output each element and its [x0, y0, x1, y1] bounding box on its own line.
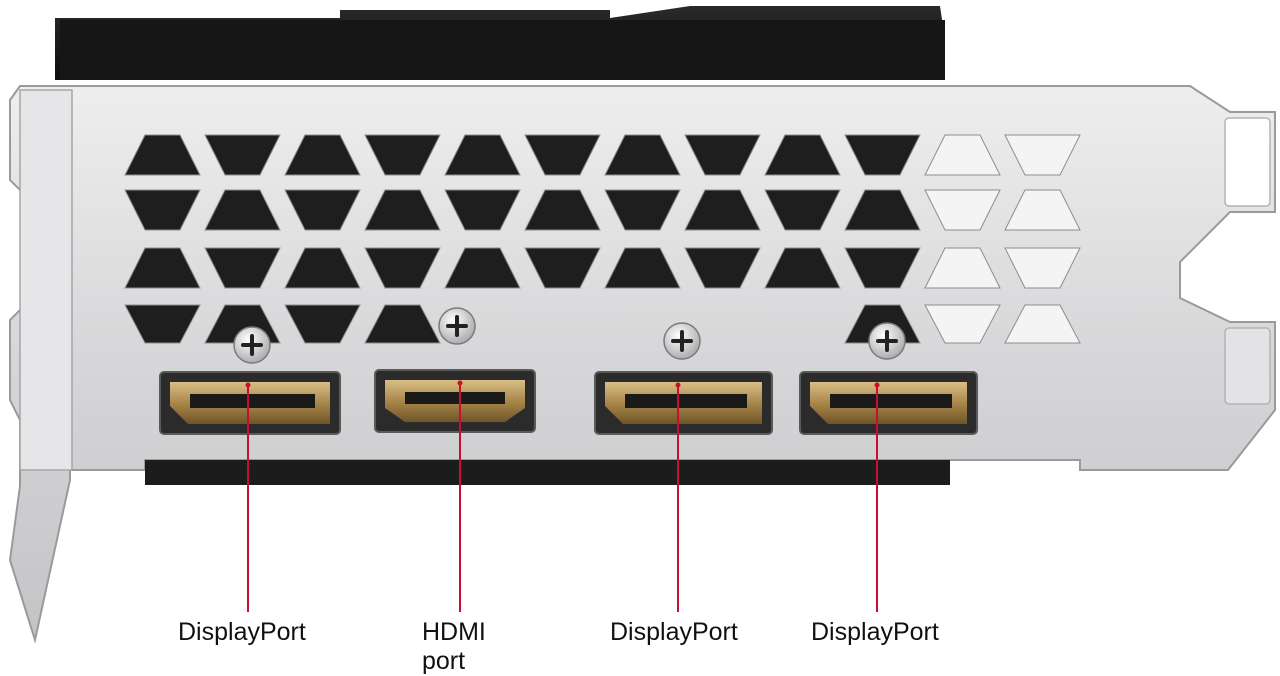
vent-opening: [1004, 134, 1081, 176]
vent-opening: [1004, 304, 1081, 344]
vent-opening: [844, 247, 921, 289]
vent-opening: [1004, 247, 1081, 289]
vent-opening: [764, 134, 841, 176]
vent-opening: [124, 304, 201, 344]
vent-opening: [844, 134, 921, 176]
vent-opening: [204, 189, 281, 231]
screw-slot: [671, 330, 693, 352]
vent-opening: [1004, 189, 1081, 231]
card-shroud: [55, 6, 945, 80]
vent-opening: [924, 304, 1001, 344]
port-label-line: HDMI: [422, 618, 486, 646]
screw-slot: [876, 330, 898, 352]
port-label-displayport-2: DisplayPort: [610, 618, 738, 647]
vent-opening: [764, 189, 841, 231]
vent-opening: [124, 189, 201, 231]
vent-opening: [524, 134, 601, 176]
vent-opening: [604, 247, 681, 289]
vent-opening: [124, 134, 201, 176]
vent-opening: [924, 247, 1001, 289]
vent-opening: [364, 247, 441, 289]
vent-opening: [284, 189, 361, 231]
vent-opening: [764, 247, 841, 289]
vent-opening: [284, 304, 361, 344]
card-bottom-edge: [145, 460, 950, 485]
socket-pin-block: [830, 394, 952, 408]
vent-opening: [684, 134, 761, 176]
pointer-dot: [675, 382, 681, 388]
vent-opening: [524, 189, 601, 231]
vent-opening: [284, 247, 361, 289]
socket-pin-block: [405, 392, 505, 404]
vent-opening: [604, 134, 681, 176]
port-label-line: port: [422, 647, 466, 675]
vent-opening: [924, 189, 1001, 231]
vent-opening: [284, 134, 361, 176]
display-connectors: [159, 369, 978, 435]
vent-opening: [204, 247, 281, 289]
bracket-screws: [233, 307, 906, 364]
vent-opening: [924, 134, 1001, 176]
socket-pin-block: [190, 394, 315, 408]
vent-opening: [444, 134, 521, 176]
vent-opening: [604, 189, 681, 231]
vent-opening: [364, 189, 441, 231]
port-label-line: DisplayPort: [178, 618, 306, 646]
port-label-displayport-3: DisplayPort: [811, 618, 939, 647]
vent-opening: [684, 247, 761, 289]
vent-opening: [364, 134, 441, 176]
vent-opening: [364, 304, 441, 344]
vent-opening: [444, 189, 521, 231]
vent-opening: [124, 247, 201, 289]
screw-slot: [446, 315, 468, 337]
port-label-line: DisplayPort: [610, 618, 738, 646]
vent-opening: [844, 189, 921, 231]
socket-pin-block: [625, 394, 747, 408]
port-label-displayport-1: DisplayPort: [178, 618, 306, 647]
port-label-line: DisplayPort: [811, 618, 939, 646]
screw-slot: [241, 334, 263, 356]
pointer-dot: [874, 382, 880, 388]
vent-opening: [444, 247, 521, 289]
port-label-hdmi: HDMI port: [422, 618, 486, 676]
vent-opening: [684, 189, 761, 231]
pointer-dot: [457, 380, 463, 386]
vent-opening: [204, 134, 281, 176]
pointer-dot: [245, 382, 251, 388]
port-pointer-lines: [245, 380, 880, 612]
vent-opening: [524, 247, 601, 289]
